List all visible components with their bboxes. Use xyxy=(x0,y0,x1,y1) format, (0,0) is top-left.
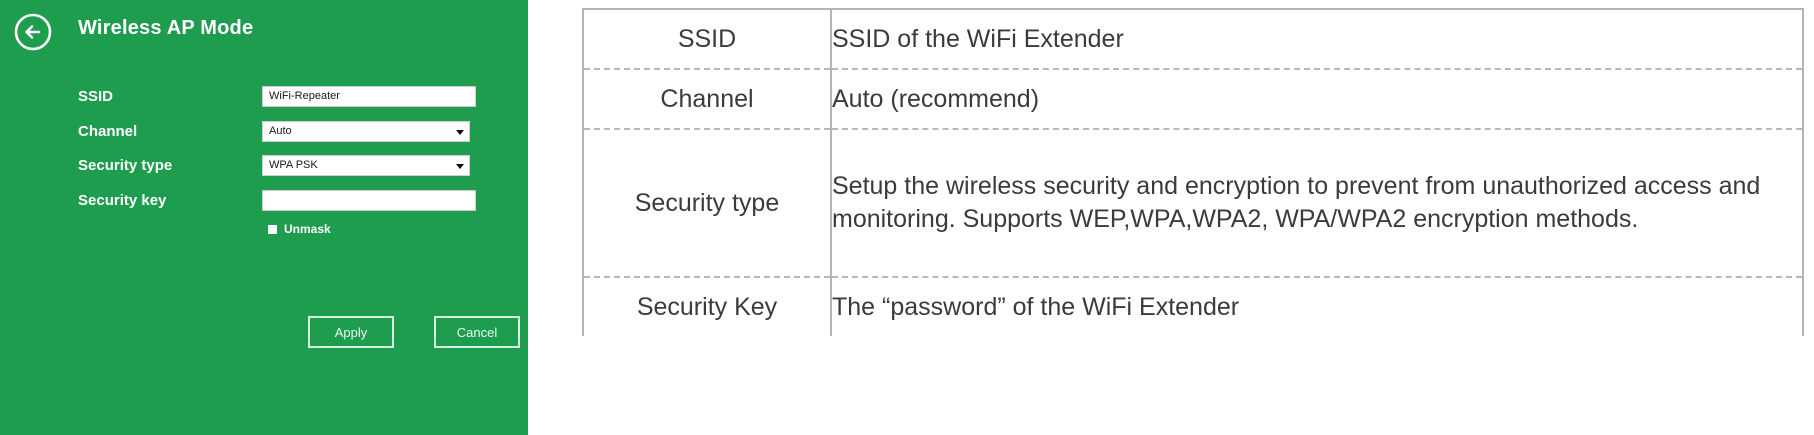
form-row-security-type: Security type WPA PSK xyxy=(0,155,528,181)
form-row-channel: Channel Auto xyxy=(0,121,528,147)
description-cell: The “password” of the WiFi Extender xyxy=(831,276,1803,336)
label-ssid: SSID xyxy=(78,88,114,105)
security-key-input[interactable] xyxy=(262,190,476,211)
term-cell: Security type xyxy=(583,128,832,277)
form-row-ssid: SSID WiFi-Repeater xyxy=(0,86,528,112)
unmask-label: Unmask xyxy=(284,222,331,236)
description-cell: SSID of the WiFi Extender xyxy=(832,24,1124,53)
panel-header: Wireless AP Mode xyxy=(0,0,528,62)
table-row: Channel Auto (recommend) xyxy=(583,68,1803,129)
page-title: Wireless AP Mode xyxy=(78,17,254,39)
chevron-down-icon xyxy=(456,130,464,135)
label-channel: Channel xyxy=(78,123,138,140)
label-security-key: Security key xyxy=(78,192,167,209)
wireless-ap-mode-panel: Wireless AP Mode SSID WiFi-Repeater Chan… xyxy=(0,0,528,435)
table-row: Security Key The “password” of the WiFi … xyxy=(583,276,1803,336)
channel-select-value: Auto xyxy=(269,125,292,137)
unmask-checkbox-row[interactable]: Unmask xyxy=(268,221,331,237)
label-security-type: Security type xyxy=(78,157,173,174)
description-cell: Setup the wireless security and encrypti… xyxy=(831,128,1803,277)
term-cell: Security Key xyxy=(583,276,832,336)
term-cell: SSID xyxy=(583,9,832,69)
form-row-security-key: Security key xyxy=(0,190,528,216)
table-row: Security type Setup the wireless securit… xyxy=(583,128,1803,277)
security-type-select[interactable]: WPA PSK xyxy=(262,155,470,176)
security-type-select-value: WPA PSK xyxy=(269,159,318,171)
ssid-input-value: WiFi-Repeater xyxy=(269,90,340,102)
chevron-down-icon xyxy=(456,164,464,169)
table-row: SSID SSID of the WiFi Extender xyxy=(583,9,1803,69)
back-arrow-circle-icon[interactable] xyxy=(12,11,54,53)
unmask-checkbox[interactable] xyxy=(268,224,277,234)
settings-description-table: SSID SSID of the WiFi Extender Channel A… xyxy=(582,8,1804,336)
description-cell: Auto (recommend) xyxy=(831,68,1803,129)
term-cell: Channel xyxy=(583,68,832,129)
channel-select[interactable]: Auto xyxy=(262,121,470,142)
apply-button[interactable]: Apply xyxy=(308,316,394,348)
cancel-button[interactable]: Cancel xyxy=(434,316,520,348)
ssid-input[interactable]: WiFi-Repeater xyxy=(262,86,476,107)
